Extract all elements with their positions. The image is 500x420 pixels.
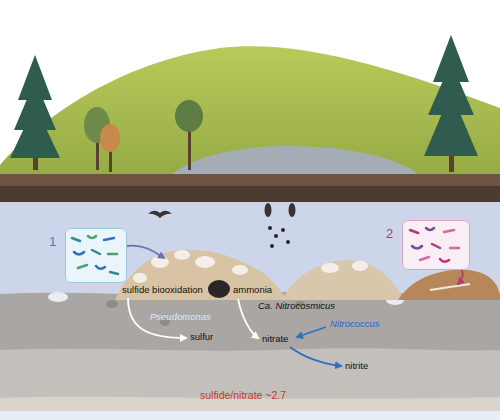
stone (48, 292, 68, 302)
mineral-crust (174, 250, 190, 260)
process-label: sulfide/nitrate ~2.7 (200, 389, 286, 402)
soil-band (0, 174, 500, 202)
mineral-crust (151, 256, 169, 268)
mineral-crust (232, 265, 248, 275)
guano-mound (115, 250, 288, 300)
microbe-callout-box: 2 (402, 220, 470, 270)
pine-tree (424, 35, 478, 172)
bat (265, 203, 272, 217)
cave-floor (0, 292, 500, 420)
mineral-crust (352, 261, 368, 271)
arrow (458, 270, 463, 284)
process-label: ammonia (233, 284, 272, 295)
callout-number: 2 (386, 227, 393, 240)
arrow (238, 299, 258, 338)
microbe-callout-box: 1 (65, 228, 127, 283)
process-label: nitrite (345, 360, 368, 371)
stone (106, 300, 118, 308)
microbes (410, 228, 459, 262)
hill (0, 46, 500, 176)
dropping (281, 228, 285, 232)
microbe-panel (65, 228, 127, 283)
arrow (127, 246, 164, 258)
microbes (72, 236, 118, 274)
process-label: sulfide biooxidation (122, 284, 203, 295)
dropping (286, 240, 290, 244)
bat (148, 211, 172, 218)
mineral-crust (133, 273, 147, 283)
dropping (268, 226, 272, 230)
tree (175, 100, 203, 170)
rock (172, 146, 418, 174)
callout-number: 1 (49, 235, 56, 248)
bat (289, 203, 296, 217)
process-label: nitrate (262, 333, 288, 344)
guano-mound (282, 260, 404, 300)
guano-pile (208, 280, 230, 298)
mineral-crust (195, 256, 215, 268)
process-label: Pseudomonas (150, 311, 211, 322)
pine-tree (10, 55, 60, 170)
process-label: Nitrococcus (330, 318, 380, 329)
process-label: Ca. Nitrocosmicus (258, 300, 335, 311)
mineral-crust (430, 284, 470, 290)
bedrock (0, 411, 500, 420)
arrow (297, 327, 326, 337)
dropping (270, 244, 274, 248)
guano-mound (398, 270, 500, 300)
process-label: sulfur (190, 331, 213, 342)
microbe-panel (402, 220, 470, 270)
mineral-crust (321, 263, 339, 273)
dropping (274, 234, 278, 238)
soil-band (0, 186, 500, 202)
tree (100, 124, 120, 172)
arrow (290, 347, 341, 366)
sediment-layer (0, 348, 500, 420)
